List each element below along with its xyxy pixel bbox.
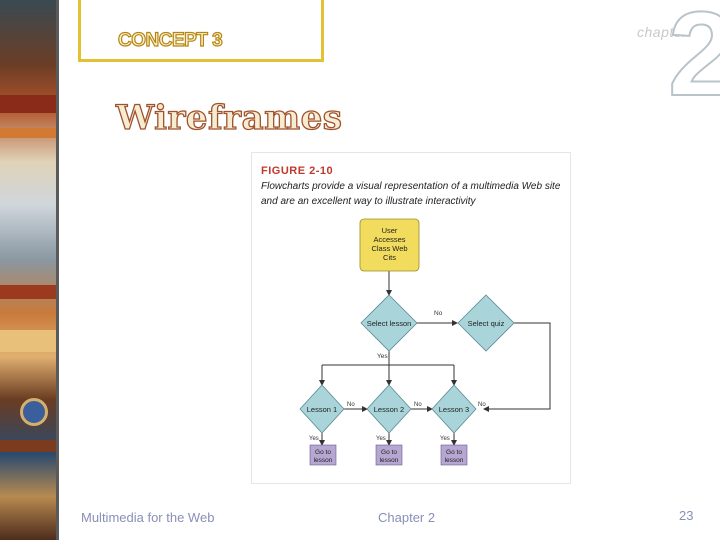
page-number: 23 bbox=[679, 508, 694, 523]
edge-label-yes: Yes bbox=[376, 436, 386, 442]
edge-label-no: No bbox=[347, 402, 355, 408]
flow-node-start bbox=[359, 218, 420, 272]
select-quiz-label: Select quiz bbox=[468, 319, 505, 328]
flow-node-select-lesson bbox=[360, 294, 418, 352]
start-line: Class Web bbox=[371, 244, 407, 253]
select-lesson-label: Select lesson bbox=[367, 319, 412, 328]
goto-2-line: Go to bbox=[381, 449, 397, 456]
ornament bbox=[20, 398, 48, 426]
flow-node-lesson-2 bbox=[366, 384, 412, 434]
chapter-word: chapter bbox=[637, 24, 688, 40]
footer-chapter: Chapter 2 bbox=[378, 510, 436, 525]
roof-band bbox=[0, 128, 56, 138]
edge-label-yes: Yes bbox=[377, 353, 388, 360]
edge-label-no: No bbox=[478, 402, 486, 408]
slide-title: Wireframes bbox=[115, 97, 343, 138]
goto-1-line: lesson bbox=[314, 457, 333, 464]
flow-node-lesson-3 bbox=[431, 384, 477, 434]
concept-box bbox=[78, 0, 324, 62]
start-line: Cits bbox=[383, 253, 396, 262]
figure-caption: Flowcharts provide a visual representati… bbox=[261, 181, 561, 207]
roof-band bbox=[0, 285, 56, 299]
side-border bbox=[56, 0, 59, 540]
side-photo-strip bbox=[0, 0, 56, 540]
concept-label: CONCEPT 3 bbox=[117, 29, 223, 51]
goto-3-line: Go to bbox=[446, 449, 462, 456]
goto-2-line: lesson bbox=[380, 457, 399, 464]
start-line: Accesses bbox=[373, 235, 405, 244]
chapter-number: 2 bbox=[667, 0, 720, 121]
flow-node-goto-3 bbox=[440, 444, 468, 466]
figure-panel: FIGURE 2-10 Flowcharts provide a visual … bbox=[252, 153, 570, 483]
flowchart: User Accesses Class Web Cits Select less… bbox=[299, 218, 551, 466]
edge-label-no: No bbox=[434, 310, 443, 317]
start-line: User bbox=[382, 226, 398, 235]
lesson-2-label: Lesson 2 bbox=[374, 405, 404, 414]
goto-1-line: Go to bbox=[315, 449, 331, 456]
flow-node-select-quiz bbox=[457, 294, 515, 352]
flow-node-goto-2 bbox=[375, 444, 403, 466]
edge-label-no: No bbox=[414, 402, 422, 408]
edge-label-yes: Yes bbox=[309, 436, 319, 442]
lesson-3-label: Lesson 3 bbox=[439, 405, 469, 414]
lesson-1-label: Lesson 1 bbox=[307, 405, 337, 414]
roof-band bbox=[0, 330, 56, 352]
goto-3-line: lesson bbox=[445, 457, 464, 464]
roof-band bbox=[0, 440, 56, 452]
roof-band bbox=[0, 95, 56, 113]
flow-node-goto-1 bbox=[309, 444, 337, 466]
flow-node-lesson-1 bbox=[299, 384, 345, 434]
edge-label-yes: Yes bbox=[440, 436, 450, 442]
footer-course-title: Multimedia for the Web bbox=[81, 510, 215, 525]
flowchart-connectors bbox=[319, 271, 551, 446]
figure-label: FIGURE 2-10 bbox=[261, 165, 334, 177]
